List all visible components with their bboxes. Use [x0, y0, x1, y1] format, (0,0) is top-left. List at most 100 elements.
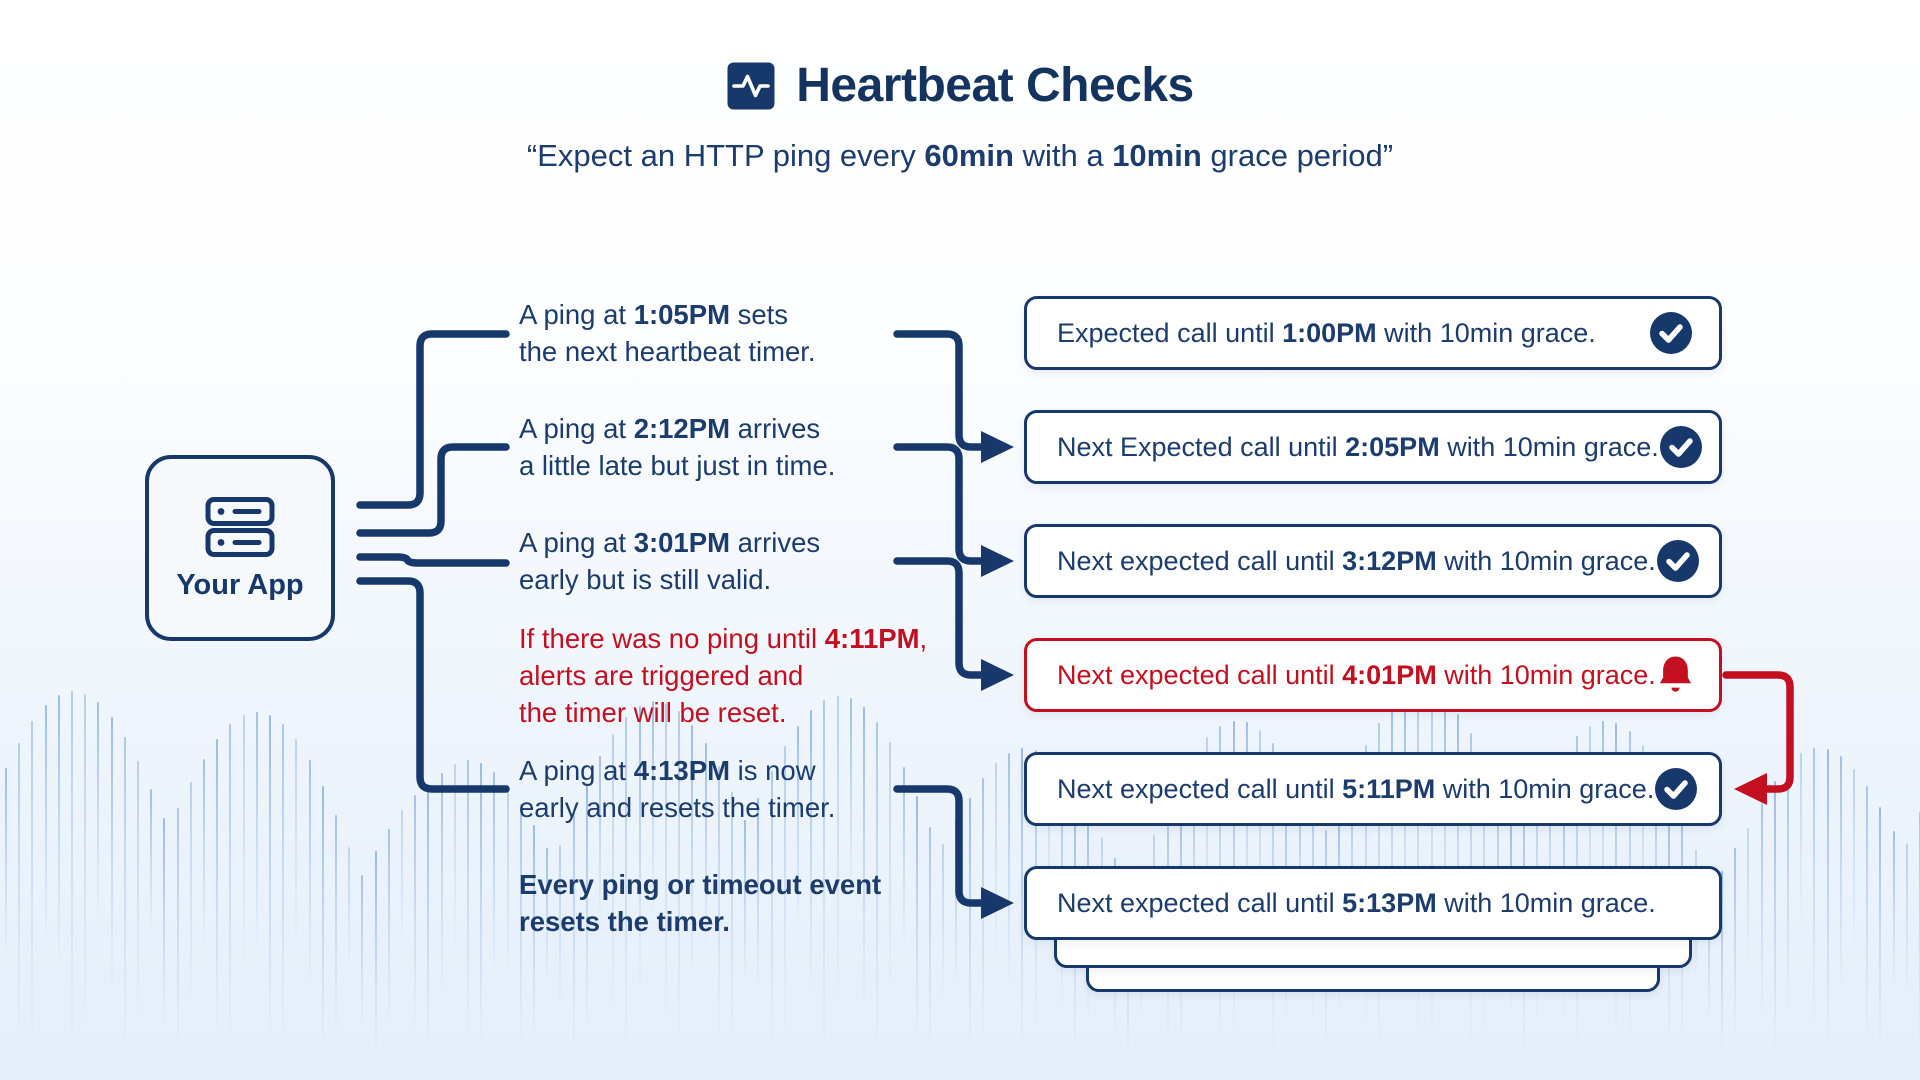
- waveform-bar: [1839, 756, 1842, 993]
- waveform-bar: [374, 851, 377, 1055]
- status-box-6: Next expected call until 5:13PM with 10m…: [1024, 866, 1722, 940]
- your-app-label: Your App: [176, 568, 304, 601]
- waveform-bar: [1008, 753, 1011, 990]
- waveform-bar: [770, 771, 773, 1051]
- page-subtitle: “Expect an HTTP ping every 60min with a …: [526, 138, 1394, 173]
- waveform-bar: [599, 756, 601, 927]
- page-header: Heartbeat Checks: [0, 58, 1920, 113]
- waveform-bar: [427, 784, 430, 1053]
- status-box-1: Expected call until 1:00PM with 10min gr…: [1024, 296, 1722, 370]
- waveform-bar: [955, 820, 958, 988]
- waveform-bar: [665, 703, 667, 1026]
- waveform-bar: [5, 768, 7, 964]
- waveform-bar: [216, 739, 219, 1033]
- server-icon: [205, 496, 275, 557]
- waveform-bar: [1457, 714, 1459, 975]
- waveform-bar: [71, 691, 73, 1049]
- waveform-bar: [1602, 721, 1605, 934]
- waveform-bar: [137, 761, 139, 1019]
- waveform-bar: [823, 700, 826, 1055]
- waveform-bar: [810, 710, 813, 996]
- status-box-2: Next Expected call until 2:05PM with 10m…: [1024, 410, 1722, 484]
- waveform-bar: [440, 773, 443, 998]
- waveform-bar: [467, 760, 469, 1039]
- waveform-bar: [1021, 748, 1024, 1052]
- page-title: Heartbeat Checks: [796, 59, 1194, 112]
- waveform-bar: [929, 827, 931, 1051]
- waveform-bar: [797, 726, 799, 931]
- status-box-5: Next expected call until 5:11PM with 10m…: [1024, 752, 1722, 826]
- waveform-bar: [519, 804, 522, 1050]
- waveform-bar: [1800, 753, 1803, 930]
- waveform-bar: [717, 766, 720, 1043]
- waveform-bar: [321, 786, 324, 1053]
- waveform-bar: [282, 724, 285, 1040]
- waveform-bar: [572, 812, 575, 1053]
- waveform-bar: [348, 847, 351, 972]
- connector-app-to-annotation-2: [356, 443, 510, 537]
- waveform-bar: [876, 722, 879, 1055]
- waveform-bar: [1206, 737, 1209, 972]
- check-icon: [1656, 539, 1700, 583]
- waveform-bar: [255, 712, 258, 956]
- waveform-bar: [1866, 786, 1869, 1041]
- waveform-bar: [1351, 771, 1354, 945]
- waveform-bar: [506, 785, 509, 983]
- waveform-bar: [1259, 730, 1261, 993]
- waveform-bar: [915, 796, 918, 1038]
- your-app-box: Your App: [145, 455, 335, 641]
- waveform-bar: [625, 717, 628, 1055]
- arrowhead-into-box-2: [981, 431, 1014, 463]
- waveform-bar: [995, 763, 997, 960]
- waveform-bar: [1721, 871, 1723, 1054]
- waveform-bar: [651, 701, 654, 916]
- waveform-bar: [84, 694, 87, 1030]
- waveform-bar: [638, 706, 641, 999]
- waveform-bar: [902, 767, 905, 950]
- check-icon: [1659, 425, 1703, 469]
- waveform-bar: [414, 795, 417, 1030]
- connector-annotation-5-to-box-6: [893, 785, 986, 907]
- waveform-bar: [361, 875, 364, 1028]
- waveform-bar: [849, 698, 852, 896]
- waveform-bar: [863, 707, 865, 1015]
- waveform-bar: [1813, 748, 1816, 1026]
- status-box-text: Next Expected call until 2:05PM with 10m…: [1057, 431, 1659, 462]
- heartbeat-pulse-icon: [727, 62, 775, 109]
- waveform-bar: [189, 782, 192, 1006]
- waveform-bar: [1747, 828, 1750, 962]
- check-icon: [1649, 311, 1693, 355]
- waveform-bar: [1298, 782, 1301, 937]
- waveform-bar: [18, 743, 21, 1042]
- connector-app-to-annotation-3: [356, 553, 510, 567]
- waveform-bar: [1760, 803, 1763, 1018]
- waveform-bar: [150, 789, 153, 936]
- status-box-text: Expected call until 1:00PM with 10min gr…: [1057, 317, 1596, 348]
- waveform-bar: [1707, 884, 1710, 1019]
- waveform-bar: [110, 717, 113, 996]
- timeout-reset-arrowhead: [1734, 773, 1767, 805]
- alert-bell-icon: [1658, 654, 1693, 697]
- waveform-bar: [1773, 781, 1776, 1055]
- waveform-bar: [401, 810, 403, 952]
- waveform-bar: [1245, 722, 1248, 938]
- waveform-bar: [1879, 807, 1882, 1048]
- waveform-bar: [57, 695, 60, 968]
- waveform-bar: [757, 798, 760, 993]
- waveform-bar: [453, 764, 456, 956]
- waveform-bar: [203, 759, 205, 946]
- timeout-reset-arrow: [1722, 671, 1794, 793]
- waveform-bar: [1391, 706, 1393, 975]
- waveform-bar: [1734, 848, 1737, 1036]
- status-box-4: Next expected call until 4:01PM with 10m…: [1024, 638, 1722, 712]
- status-box-3: Next expected call until 3:12PM with 10m…: [1024, 524, 1722, 598]
- waveform-bar: [229, 724, 232, 1049]
- waveform-bar: [1193, 755, 1195, 973]
- status-box-text: Next expected call until 3:12PM with 10m…: [1057, 545, 1656, 576]
- arrowhead-into-box-3: [981, 545, 1014, 577]
- waveform-bar: [691, 725, 694, 981]
